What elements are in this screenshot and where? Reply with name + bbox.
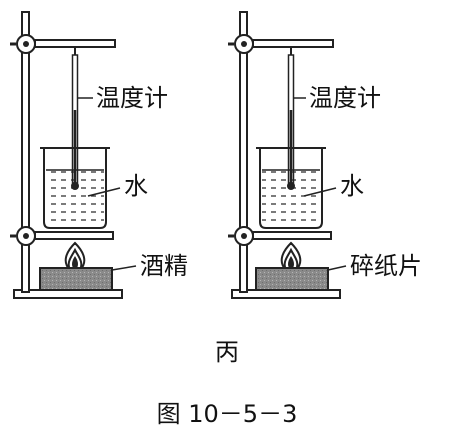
panel-caption: 丙 bbox=[215, 338, 239, 366]
right-thermometer bbox=[287, 47, 295, 190]
left-upper-clamp bbox=[10, 34, 116, 54]
left-thermometer bbox=[71, 47, 79, 190]
right-stand-base bbox=[231, 289, 341, 299]
right-fuel-label: 碎纸片 bbox=[350, 252, 422, 280]
left-lower-clamp bbox=[10, 226, 114, 246]
left-water-leader bbox=[87, 187, 121, 197]
left-fuel-label: 酒精 bbox=[140, 252, 188, 280]
left-beaker bbox=[40, 147, 110, 229]
right-fuel-leader bbox=[327, 265, 347, 271]
right-stand-pole bbox=[239, 11, 248, 293]
right-water-label: 水 bbox=[340, 172, 364, 200]
right-water-leader bbox=[303, 187, 337, 197]
left-thermometer-label: 温度计 bbox=[96, 84, 168, 112]
left-stand-base bbox=[13, 289, 123, 299]
right-lower-clamp bbox=[228, 226, 332, 246]
right-flame-icon bbox=[280, 241, 302, 271]
right-thermometer-label: 温度计 bbox=[309, 84, 381, 112]
left-flame-icon bbox=[64, 241, 86, 271]
left-apparatus: 温度计 水 酒精 bbox=[10, 11, 188, 299]
left-water-label: 水 bbox=[124, 172, 148, 200]
left-fuel-leader bbox=[111, 265, 137, 271]
figure-caption: 图 10－5－3 bbox=[157, 400, 298, 428]
right-apparatus: 温度计 水 碎纸片 bbox=[228, 11, 422, 299]
right-fuel-block bbox=[255, 267, 329, 291]
left-stand-pole bbox=[21, 11, 30, 293]
right-upper-clamp bbox=[228, 34, 334, 54]
left-fuel-block bbox=[39, 267, 113, 291]
right-beaker bbox=[256, 147, 326, 229]
